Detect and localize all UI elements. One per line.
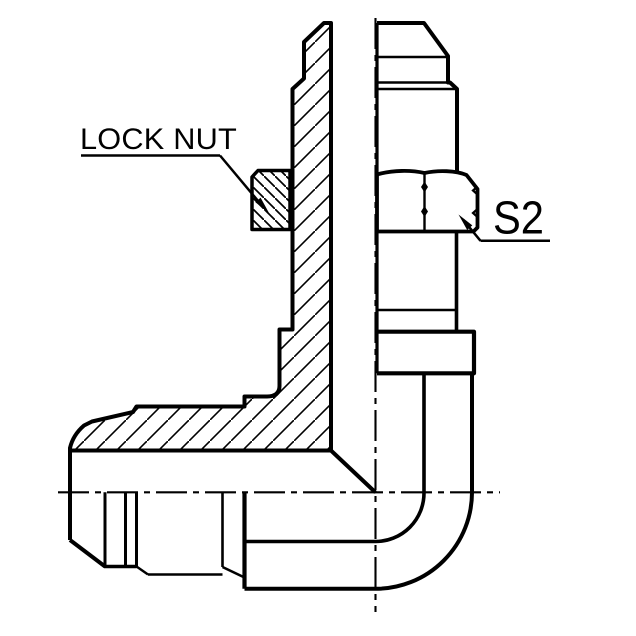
tube-outer-silhouette (244, 373, 474, 591)
lock-nut-section (250, 168, 292, 232)
lock-nut-leader (219, 154, 265, 209)
flare-cone-edge (68, 538, 107, 569)
tube-inner-silhouette (245, 373, 426, 544)
s2-nut-edge-notch-bottom (471, 208, 479, 218)
annotations: LOCK NUT S2 (80, 123, 550, 244)
flange-outline (377, 329, 477, 376)
left-port (68, 450, 247, 589)
top-port (375, 21, 480, 376)
thread-start-chamfer (135, 565, 149, 576)
s2-nut-edge-notch-top (471, 185, 479, 196)
s2-nut-outline (375, 169, 480, 234)
s2-nut-chamfer-mark-bottom (421, 206, 428, 217)
s2-arrowhead (458, 214, 473, 230)
lock-nut-label: LOCK NUT (80, 123, 237, 156)
s2-label: S2 (493, 192, 544, 244)
body-section-hatched (68, 21, 333, 453)
elbow-tube (244, 373, 474, 591)
s2-nut-chamfer-mark-top (421, 181, 428, 193)
elbow-miter-edge (329, 449, 377, 494)
lock-nut-arrowhead (255, 197, 269, 213)
top-stud-outline (377, 21, 459, 172)
thread-end-chamfer (221, 565, 246, 579)
